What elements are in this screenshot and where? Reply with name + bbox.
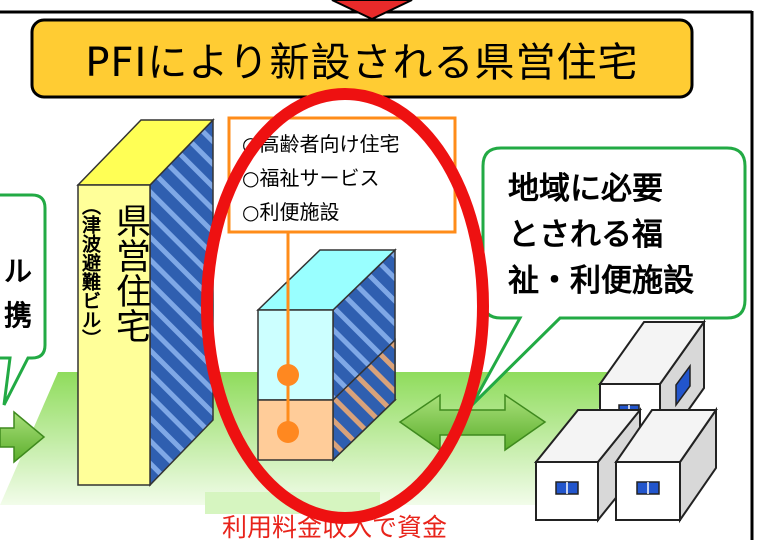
callout-line: ル [4,255,33,288]
callout-line: 携 [4,299,33,332]
left-arrow-icon [0,410,46,464]
bottom-caption: 利用料金収入で資金 [222,513,448,542]
houses-cluster [533,318,718,524]
facility-list: ○高齢者向け住宅 ○福祉サービス ○利便施設 [242,127,399,229]
callout-line: 地域に必要 [508,171,663,207]
page-title: PFIにより新設される県営住宅 [85,39,639,86]
building-note: （津波避難ビル） [79,196,101,348]
callout-line: 祉・利便施設 [508,263,694,299]
house-icon [614,406,718,524]
left-callout-text: ル 携 [4,250,32,338]
right-callout-text: 地域に必要 とされる福 祉・利便施設 [508,166,694,304]
tall-building [76,118,215,487]
facility-item: ○福祉サービス [242,166,380,190]
left-callout-bubble [0,193,47,406]
facility-item: ○高齢者向け住宅 [242,132,400,156]
facility-item: ○利便施設 [242,200,340,224]
down-arrow-icon [331,0,413,21]
building-label: 県営住宅 [110,203,150,343]
callout-line: とされる福 [508,217,663,253]
